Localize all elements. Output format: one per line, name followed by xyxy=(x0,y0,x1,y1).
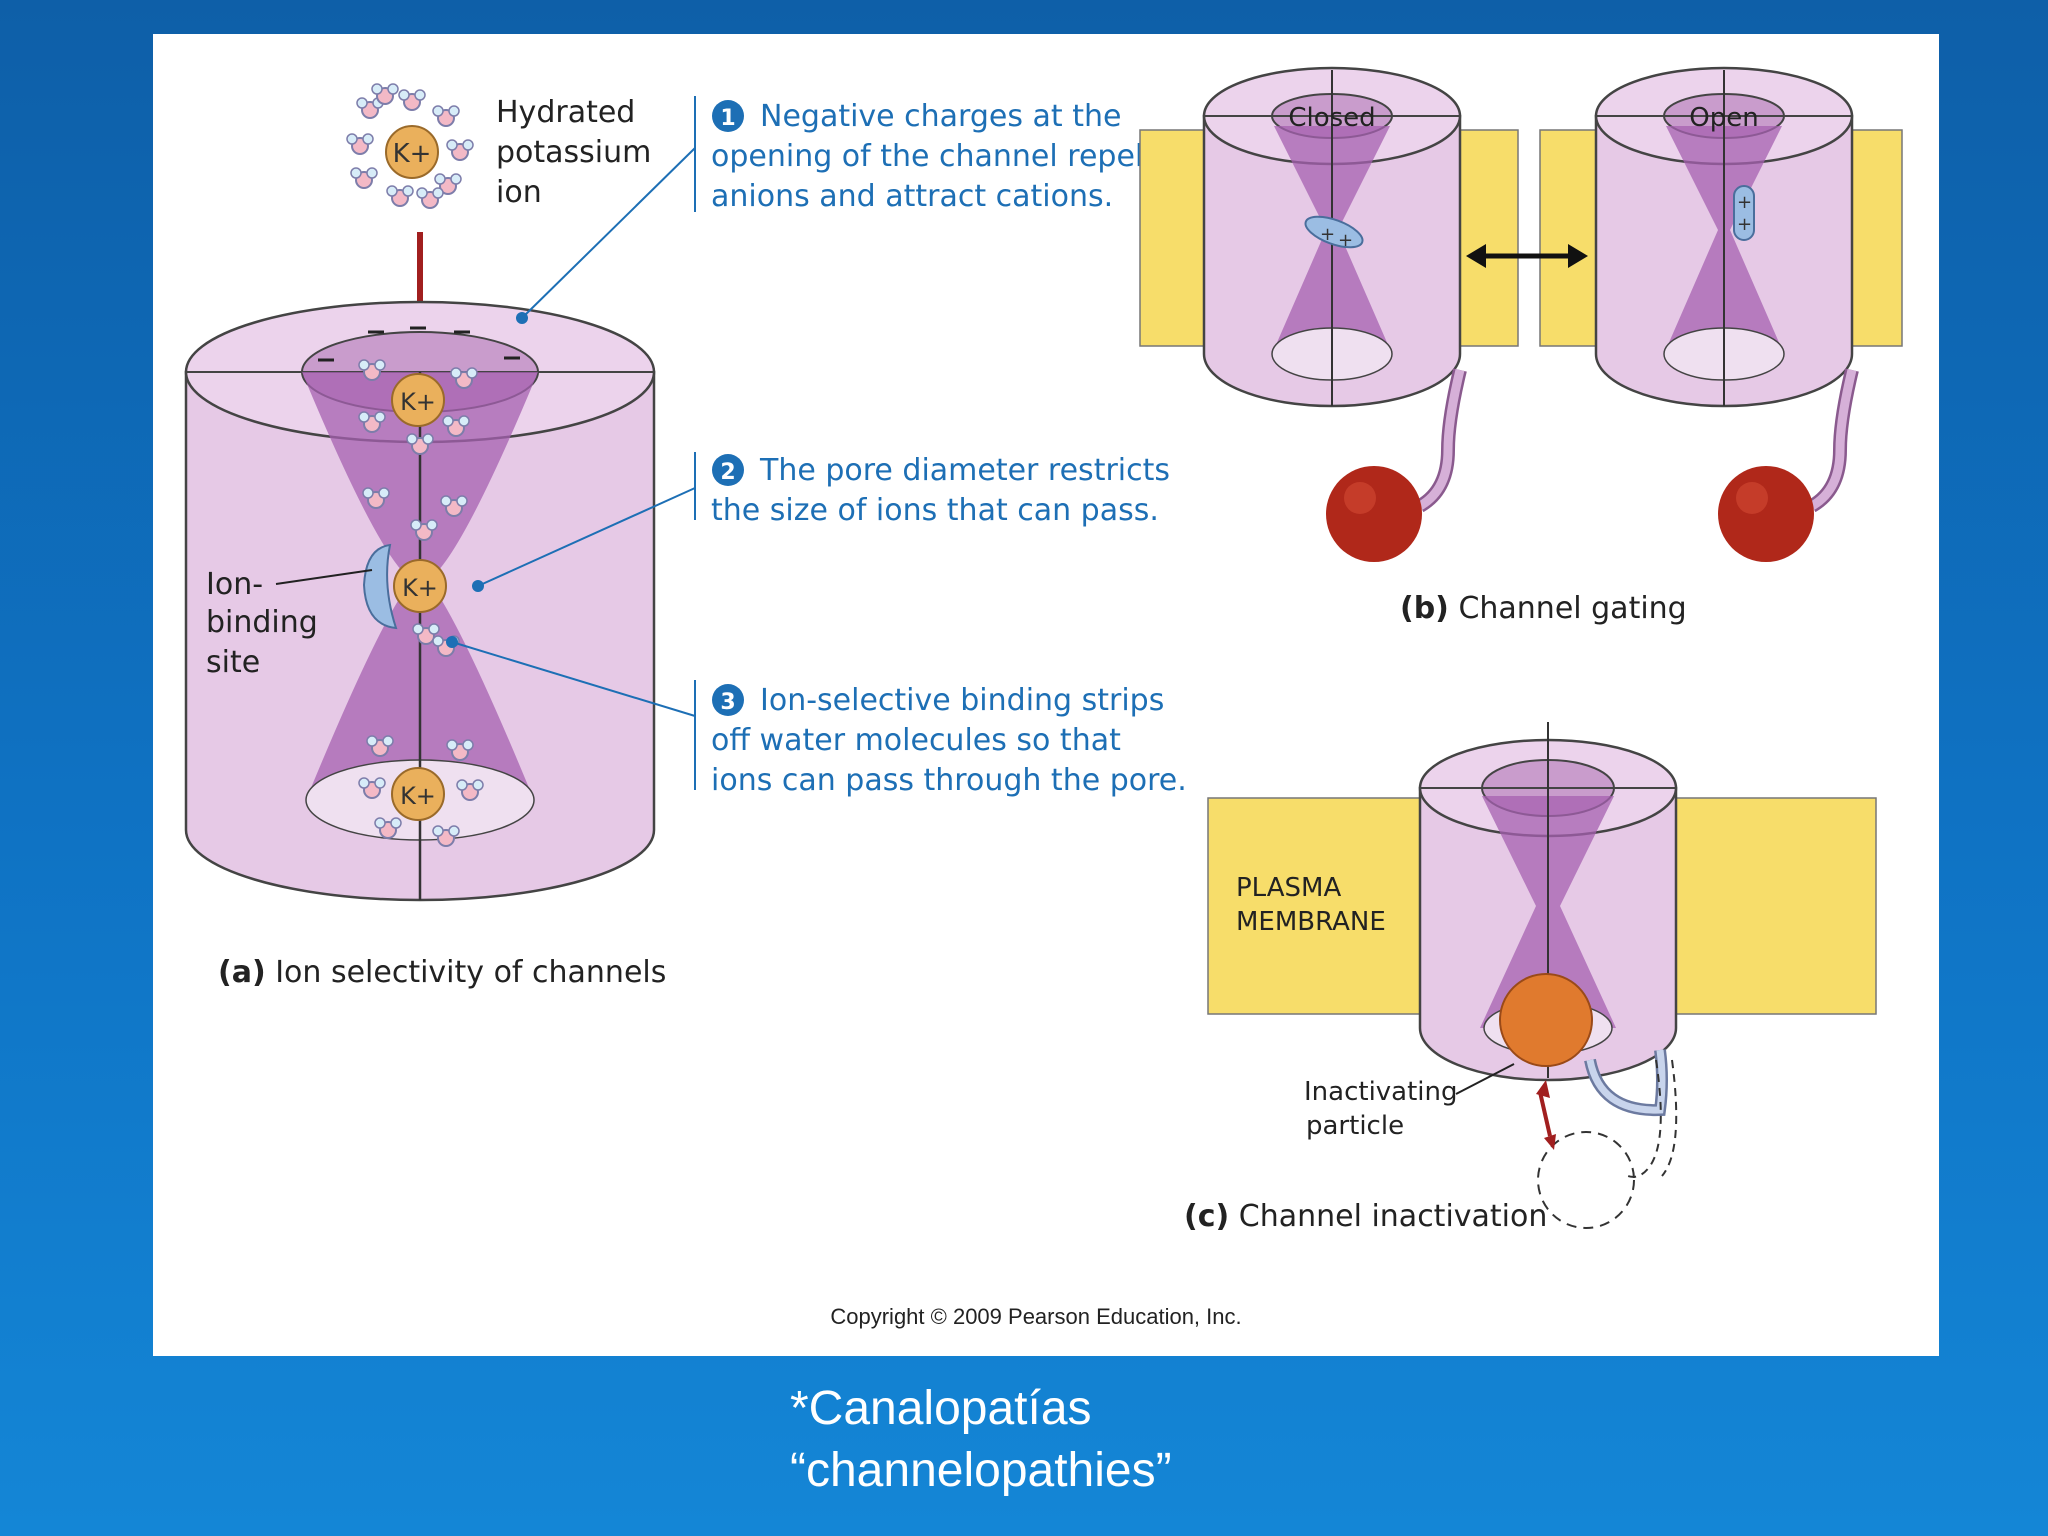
svg-text:+: + xyxy=(1320,224,1335,245)
panel-a-ion-selectivity: K+ Hydrated potassium ion xyxy=(184,83,1187,990)
step-2-number: 2 xyxy=(720,460,735,485)
binding-site-shape xyxy=(362,543,398,630)
svg-text:+: + xyxy=(1737,192,1752,213)
plasma-membrane-label: PLASMA MEMBRANE xyxy=(1236,873,1386,937)
panel-b-channel-gating: + + Closed + + xyxy=(1139,66,1903,626)
svg-text:+: + xyxy=(1737,214,1752,235)
step-3-text: Ion-selective binding strips off water m… xyxy=(711,683,1187,798)
closed-channel: + + Closed xyxy=(1202,66,1467,562)
ion-symbol-exit: K+ xyxy=(400,782,436,810)
svg-text:+: + xyxy=(1338,230,1353,251)
panel-c-channel-inactivation: PLASMA MEMBRANE Inactivating particle (c… xyxy=(1184,722,1877,1234)
closed-label: Closed xyxy=(1288,103,1375,133)
hydrated-ion-label: Hydrated potassium ion xyxy=(496,95,661,210)
binding-site-label: Ion- binding site xyxy=(206,567,327,680)
step-3-number: 3 xyxy=(720,690,735,715)
step-2-text: The pore diameter restricts the size of … xyxy=(711,453,1180,528)
channel-cylinder-a: K+ K+ K+ xyxy=(184,300,656,902)
particle-dashed-position xyxy=(1537,1131,1635,1229)
ion-symbol-top: K+ xyxy=(393,139,432,169)
open-channel: + + Open xyxy=(1594,66,1859,562)
step-callouts: 1 Negative charges at the opening of the… xyxy=(446,96,1187,798)
step-1-text: Negative charges at the opening of the c… xyxy=(711,99,1153,214)
slide-caption: *Canalopatías “channelopathies” xyxy=(790,1378,1172,1502)
inactivating-particle-label: Inactivating particle xyxy=(1304,1077,1466,1141)
ion-symbol-entry: K+ xyxy=(400,388,436,416)
inactivated-channel xyxy=(1418,722,1678,1229)
ion-symbol-binding: K+ xyxy=(402,574,438,602)
caption-b: (b) Channel gating xyxy=(1400,591,1687,626)
inactivating-particle xyxy=(1499,973,1593,1067)
hydrated-potassium-ion: K+ xyxy=(346,83,474,209)
copyright-notice: Copyright © 2009 Pearson Education, Inc. xyxy=(830,1304,1241,1329)
step-1-number: 1 xyxy=(720,106,735,131)
caption-a: (a) Ion selectivity of channels xyxy=(218,955,666,990)
open-label: Open xyxy=(1689,103,1758,133)
caption-c: (c) Channel inactivation xyxy=(1184,1199,1547,1234)
caption-line-2: “channelopathies” xyxy=(790,1444,1172,1497)
caption-line-1: *Canalopatías xyxy=(790,1382,1092,1435)
